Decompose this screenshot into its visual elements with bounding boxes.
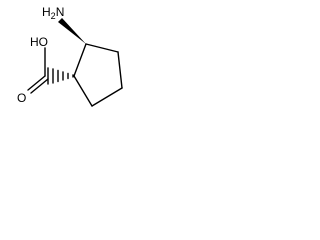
ring-bond-c5-c1 [73,43,87,77]
chemical-structure: H2N HO O [17,5,123,107]
ring-bond-c1-c2 [85,43,119,53]
wedge-bond-amine [58,18,86,44]
bond-c-o-double-1 [27,75,46,91]
ring-bond-c4-c5 [73,75,93,107]
ring-bond-c3-c4 [91,87,123,107]
hashed-wedge-bond-carboxyl [47,67,74,85]
bond-c-o-double-2 [30,78,49,94]
cyclopentane-ring [73,43,123,107]
ring-bond-c2-c3 [117,51,123,89]
hydroxyl-label: HO [30,35,48,49]
carbonyl-oxygen-label: O [17,91,26,105]
amine-label: H2N [42,5,64,21]
